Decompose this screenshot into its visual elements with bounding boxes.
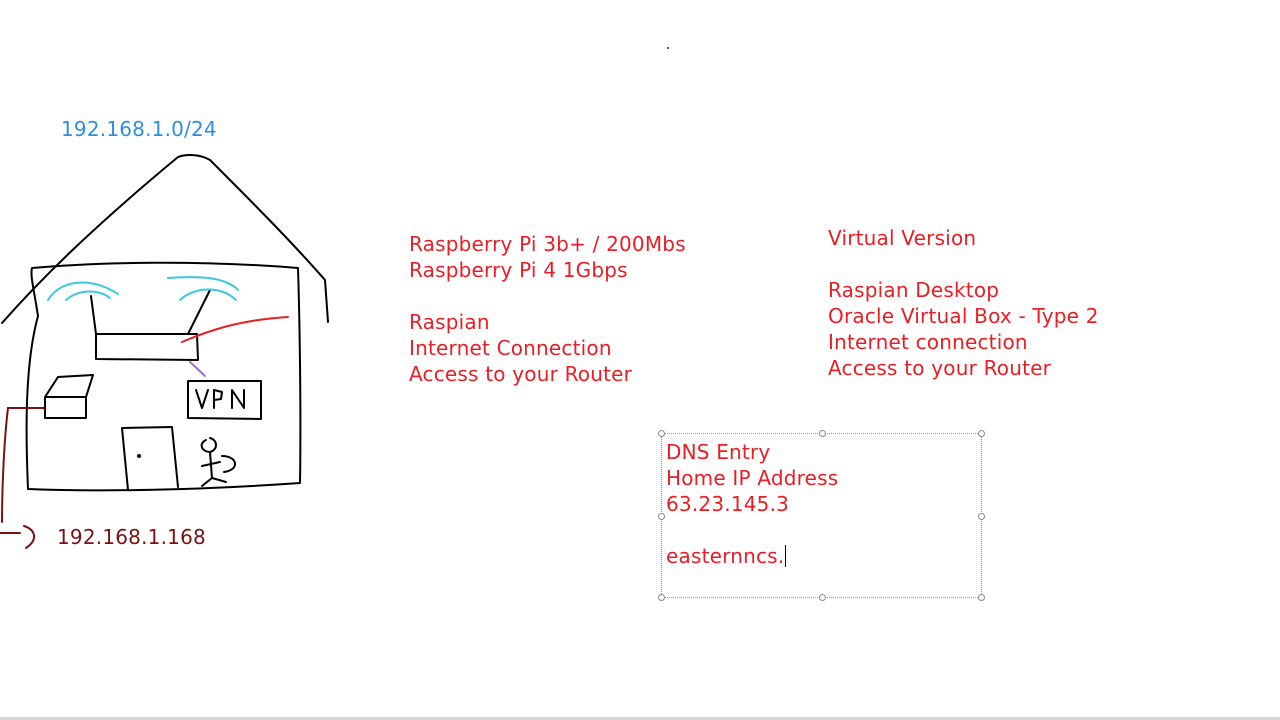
wifi-signal-left	[47, 281, 119, 301]
device-link-line	[0, 407, 45, 549]
resize-handle-top-left[interactable]	[658, 430, 665, 437]
stray-ink-dot	[667, 47, 669, 49]
roof-drawing	[1, 154, 329, 324]
laptop-drawing	[44, 374, 94, 419]
hardware-notes: Raspberry Pi 3b+ / 200Mbs Raspberry Pi 4…	[409, 231, 686, 387]
resize-handle-top-right[interactable]	[978, 430, 985, 437]
text-caret	[785, 545, 787, 567]
router-vpn-link	[189, 361, 206, 377]
virtual-note-line: Raspian Desktop	[828, 278, 1000, 302]
resize-handle-top[interactable]	[819, 430, 826, 437]
virtual-note-line: Access to your Router	[828, 356, 1052, 380]
bottom-border	[0, 717, 1280, 720]
house-network-sketch	[0, 154, 329, 549]
dns-box-line	[666, 517, 838, 543]
virtual-note-line: Virtual Version	[828, 226, 977, 250]
hardware-note-line: Access to your Router	[409, 362, 633, 386]
dns-box-editing-text: easternncs.	[666, 544, 785, 568]
virtual-note-line: Internet connection	[828, 330, 1028, 354]
resize-handle-bottom-left[interactable]	[658, 594, 665, 601]
resize-handle-left[interactable]	[658, 513, 665, 520]
hardware-note-line: Raspberry Pi 4 1Gbps	[409, 258, 628, 282]
internet-link-line	[181, 316, 289, 343]
network-subnet-label: 192.168.1.0/24	[61, 117, 217, 141]
router-antenna-left	[90, 295, 97, 335]
hardware-note-line: Raspberry Pi 3b+ / 200Mbs	[409, 232, 686, 256]
dns-text-box-selection[interactable]	[658, 430, 985, 601]
house-body-drawing	[25, 261, 302, 492]
hardware-note-line: Internet Connection	[409, 336, 612, 360]
router-antenna-right	[187, 289, 211, 335]
resize-handle-right[interactable]	[978, 513, 985, 520]
dns-box-line: Home IP Address	[666, 466, 839, 490]
virtual-note-line: Oracle Virtual Box - Type 2	[828, 304, 1099, 328]
person-drawing	[200, 437, 236, 487]
router-drawing	[95, 333, 199, 361]
vpn-letters	[195, 389, 245, 409]
dns-box-line: DNS Entry	[666, 440, 771, 464]
device-ip-label: 192.168.1.168	[57, 525, 206, 549]
wifi-signal-right	[167, 276, 239, 291]
virtual-note-line	[828, 251, 1099, 277]
hardware-note-line	[409, 283, 686, 309]
vpn-box-drawing	[187, 380, 262, 420]
dns-box-editing-line[interactable]: easternncs.	[666, 543, 838, 569]
hardware-note-line: Raspian	[409, 310, 490, 334]
virtual-notes: Virtual Version Raspian Desktop Oracle V…	[828, 225, 1099, 381]
resize-handle-bottom-right[interactable]	[978, 594, 985, 601]
dns-text-box[interactable]: DNS Entry Home IP Address 63.23.145.3 ea…	[666, 439, 838, 569]
resize-handle-bottom[interactable]	[819, 594, 826, 601]
door-drawing	[121, 426, 179, 491]
dns-box-line: 63.23.145.3	[666, 492, 790, 516]
